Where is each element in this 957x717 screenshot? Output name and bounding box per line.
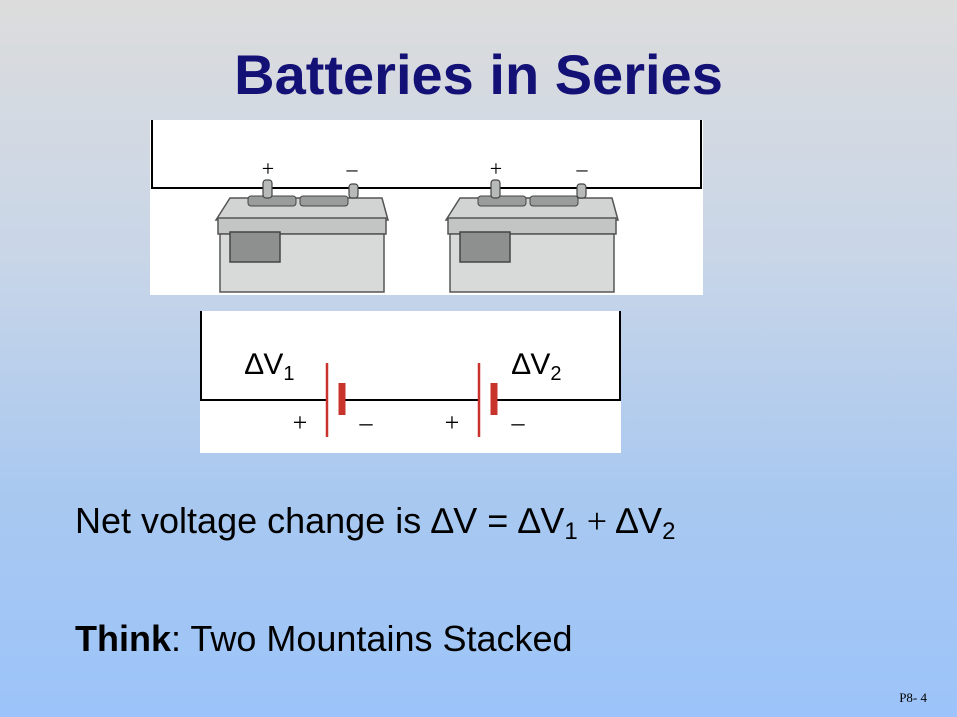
cell-2-plus-sign: + — [445, 408, 460, 437]
battery-2: + – — [444, 156, 619, 293]
battery-2-minus-label: – — [576, 156, 589, 181]
equation-sub-2: 2 — [662, 518, 676, 545]
cell-1-minus-sign: – — [359, 408, 374, 437]
equation-delta-v2: ∆V — [616, 500, 663, 541]
slide-title: Batteries in Series — [234, 43, 723, 106]
circuit-schematic: ∆V1 ∆V2 + – + – — [200, 311, 621, 453]
equation-plus: + — [577, 501, 617, 541]
battery-illustration: + – + – — [150, 120, 703, 295]
battery-2-plus-label: + — [490, 156, 502, 181]
battery-illustration-svg: + – + – — [151, 120, 702, 293]
battery-1-minus-label: – — [346, 156, 359, 181]
series-wire — [151, 120, 702, 189]
think-line: Think: Two Mountains Stacked — [75, 618, 573, 660]
equation-delta-v: ∆V = ∆V — [431, 500, 565, 541]
think-bold-label: Think — [75, 618, 171, 659]
battery-1: + – — [214, 156, 389, 293]
battery-1-plus-label: + — [262, 156, 274, 181]
equation-prefix: Net voltage change is — [75, 500, 432, 541]
schematic-wire-right — [497, 311, 621, 401]
slide-number: P8- 4 — [899, 690, 927, 705]
circuit-schematic-svg: ∆V1 ∆V2 + – + – — [200, 311, 621, 437]
cell-1-plus-sign: + — [293, 408, 308, 437]
schematic-wire-left — [200, 311, 326, 401]
cell-1-voltage-label: ∆V1 — [245, 348, 295, 385]
net-voltage-equation: Net voltage change is ∆V = ∆V1 + ∆V2 — [75, 500, 675, 546]
cell-2-voltage-label: ∆V2 — [512, 348, 562, 385]
cell-2-minus-sign: – — [511, 408, 526, 437]
think-text: : Two Mountains Stacked — [171, 618, 573, 659]
equation-sub-1: 1 — [564, 518, 578, 545]
